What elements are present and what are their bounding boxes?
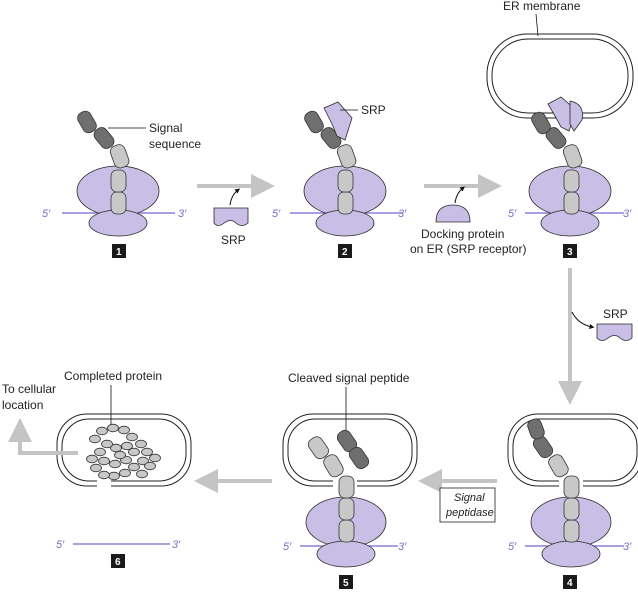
three-prime-label: 3′ [623, 208, 632, 220]
transition-3-4: SRP [558, 268, 633, 405]
protein-bead [118, 425, 130, 435]
cleaved-signal-peptide-label: Cleaved signal peptide [288, 371, 410, 385]
step-box-2 [338, 244, 352, 258]
protein-bead [101, 439, 113, 449]
polypeptide-icon [307, 436, 355, 543]
docking-approach-arrow [454, 186, 465, 204]
step-number-2: 2 [342, 247, 348, 258]
three-prime-label: 3′ [398, 208, 407, 220]
stage-6: Completed protein To cellular location 5… [2, 369, 192, 568]
protein-bead [110, 443, 122, 453]
five-prime-label: 5′ [42, 208, 51, 220]
er-membrane-leader [535, 13, 539, 37]
three-prime-label: 3′ [398, 541, 407, 553]
step-number-5: 5 [343, 578, 349, 589]
srp-icon [547, 96, 577, 132]
step-box-3 [563, 244, 577, 258]
polypeptide-icon [304, 110, 357, 215]
protein-bead [136, 469, 148, 479]
polypeptide-icon [531, 111, 583, 215]
three-prime-label: 3′ [178, 208, 187, 220]
protein-bead [90, 463, 102, 473]
protein-bead [119, 468, 131, 478]
er-membrane-label: ER membrane [503, 0, 581, 13]
docking-label-line1: Docking protein [421, 227, 504, 241]
five-prime-label: 5′ [56, 539, 65, 551]
srp-release-arrow [571, 311, 595, 329]
completed-protein-label: Completed protein [64, 369, 162, 383]
protein-bead [128, 462, 140, 472]
folded-protein [86, 423, 161, 481]
srp-bound-label: SRP [361, 103, 386, 117]
transition-2-3: Docking protein on ER (SRP receptor) [410, 174, 527, 256]
protein-bead [126, 432, 138, 442]
srp-free-label: SRP [221, 233, 246, 247]
step-box-5 [339, 575, 353, 589]
polypeptide-icon [527, 418, 580, 543]
signal-sequence-label-line1: Signal [149, 121, 182, 135]
er-vesicle-icon [282, 413, 418, 487]
signal-sequence-label-line2: sequence [149, 137, 201, 151]
protein-bead [96, 426, 108, 436]
srp-icon [213, 207, 249, 226]
step-box-1 [112, 244, 126, 258]
cleaved-signal-peptide [336, 429, 370, 470]
five-prime-label: 5′ [508, 541, 517, 553]
to-cellular-location-line1: To cellular [2, 382, 56, 396]
srp-icon [596, 323, 633, 341]
docking-label-line2: on ER (SRP receptor) [410, 242, 527, 256]
protein-bead [137, 456, 149, 466]
five-prime-label: 5′ [272, 208, 281, 220]
step-box-6 [111, 554, 125, 568]
protein-bead [149, 453, 161, 463]
step-number-6: 6 [115, 557, 121, 568]
protein-bead [98, 456, 110, 466]
polypeptide-icon [77, 110, 130, 215]
protein-bead [108, 471, 120, 481]
stage-3: ER membrane 5′ 3′ 3 [486, 0, 634, 258]
protein-bead [114, 450, 126, 460]
signal-peptidase-label-line1: Signal [454, 492, 485, 504]
stage-2: 5′ 3′ SRP 2 [272, 101, 407, 258]
srp-released-label: SRP [603, 307, 628, 321]
step-number-4: 4 [567, 578, 573, 589]
protein-bead [144, 461, 156, 471]
step-number-1: 1 [116, 247, 122, 258]
protein-bead [135, 439, 147, 449]
protein-bead [128, 447, 140, 457]
protein-bead [121, 441, 133, 451]
er-vesicle-icon [507, 413, 638, 487]
step-box-4 [563, 575, 577, 589]
srp-approach-arrow [229, 188, 240, 206]
transition-4-5: Signal peptidase [418, 469, 497, 523]
three-prime-label: 3′ [172, 539, 181, 551]
to-cellular-location-line2: location [2, 398, 43, 412]
five-prime-label: 5′ [508, 208, 517, 220]
stage-1: 5′ 3′ Signal sequence 1 [42, 110, 201, 258]
transition-1-2: SRP [197, 174, 275, 247]
five-prime-label: 5′ [283, 541, 292, 553]
signal-peptidase-label-line2: peptidase [445, 507, 494, 519]
protein-bead [109, 459, 121, 469]
protein-bead [86, 454, 98, 464]
protein-bead [89, 434, 101, 444]
docking-protein-icon [569, 100, 583, 132]
protein-bead [141, 447, 153, 457]
stage-4: 5′ 3′ 4 [507, 413, 638, 589]
protein-bead [94, 447, 106, 457]
three-prime-label: 3′ [623, 541, 632, 553]
step-number-3: 3 [567, 247, 573, 258]
er-vesicle-icon [56, 413, 192, 487]
docking-protein-icon [435, 204, 471, 223]
protein-bead [98, 470, 110, 480]
protein-bead [107, 423, 119, 433]
srp-icon [323, 101, 353, 141]
signal-peptidase-box [439, 487, 496, 523]
stage-5: Cleaved signal peptide 5′ 3′ 5 [282, 371, 418, 589]
